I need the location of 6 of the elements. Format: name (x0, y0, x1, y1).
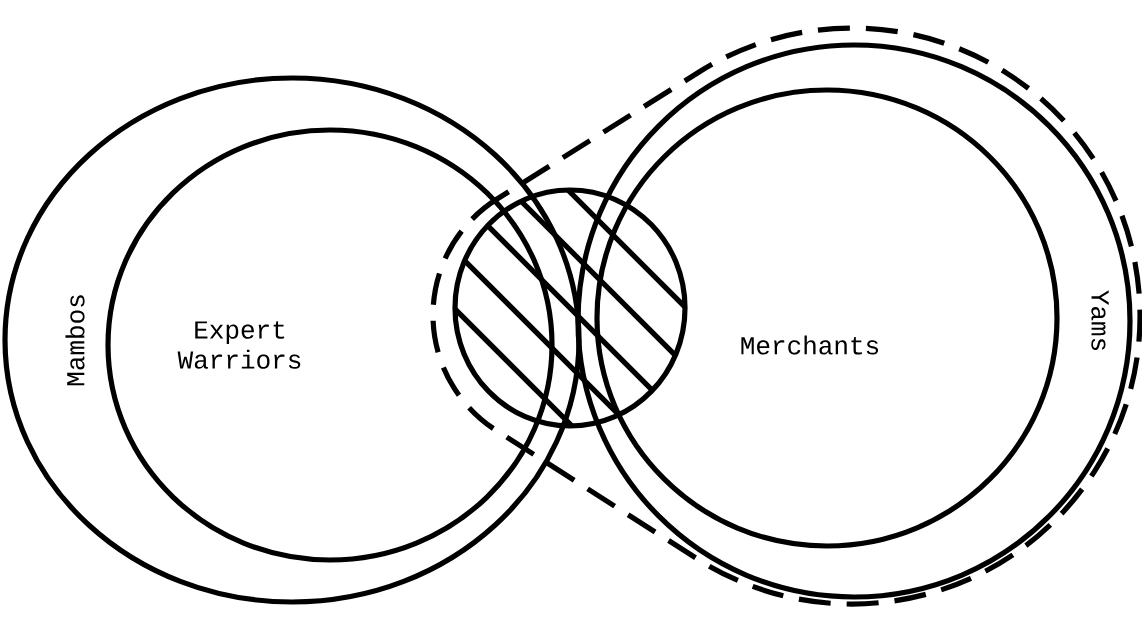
circle-label: Yams (1091, 290, 1109, 351)
hatched-circle (452, 187, 688, 429)
circle-label: Expert Warriors (177, 321, 301, 369)
dashed-outline (430, 25, 1142, 607)
circle-label: Mambos (65, 295, 85, 386)
circle-label: Merchants (741, 335, 879, 355)
